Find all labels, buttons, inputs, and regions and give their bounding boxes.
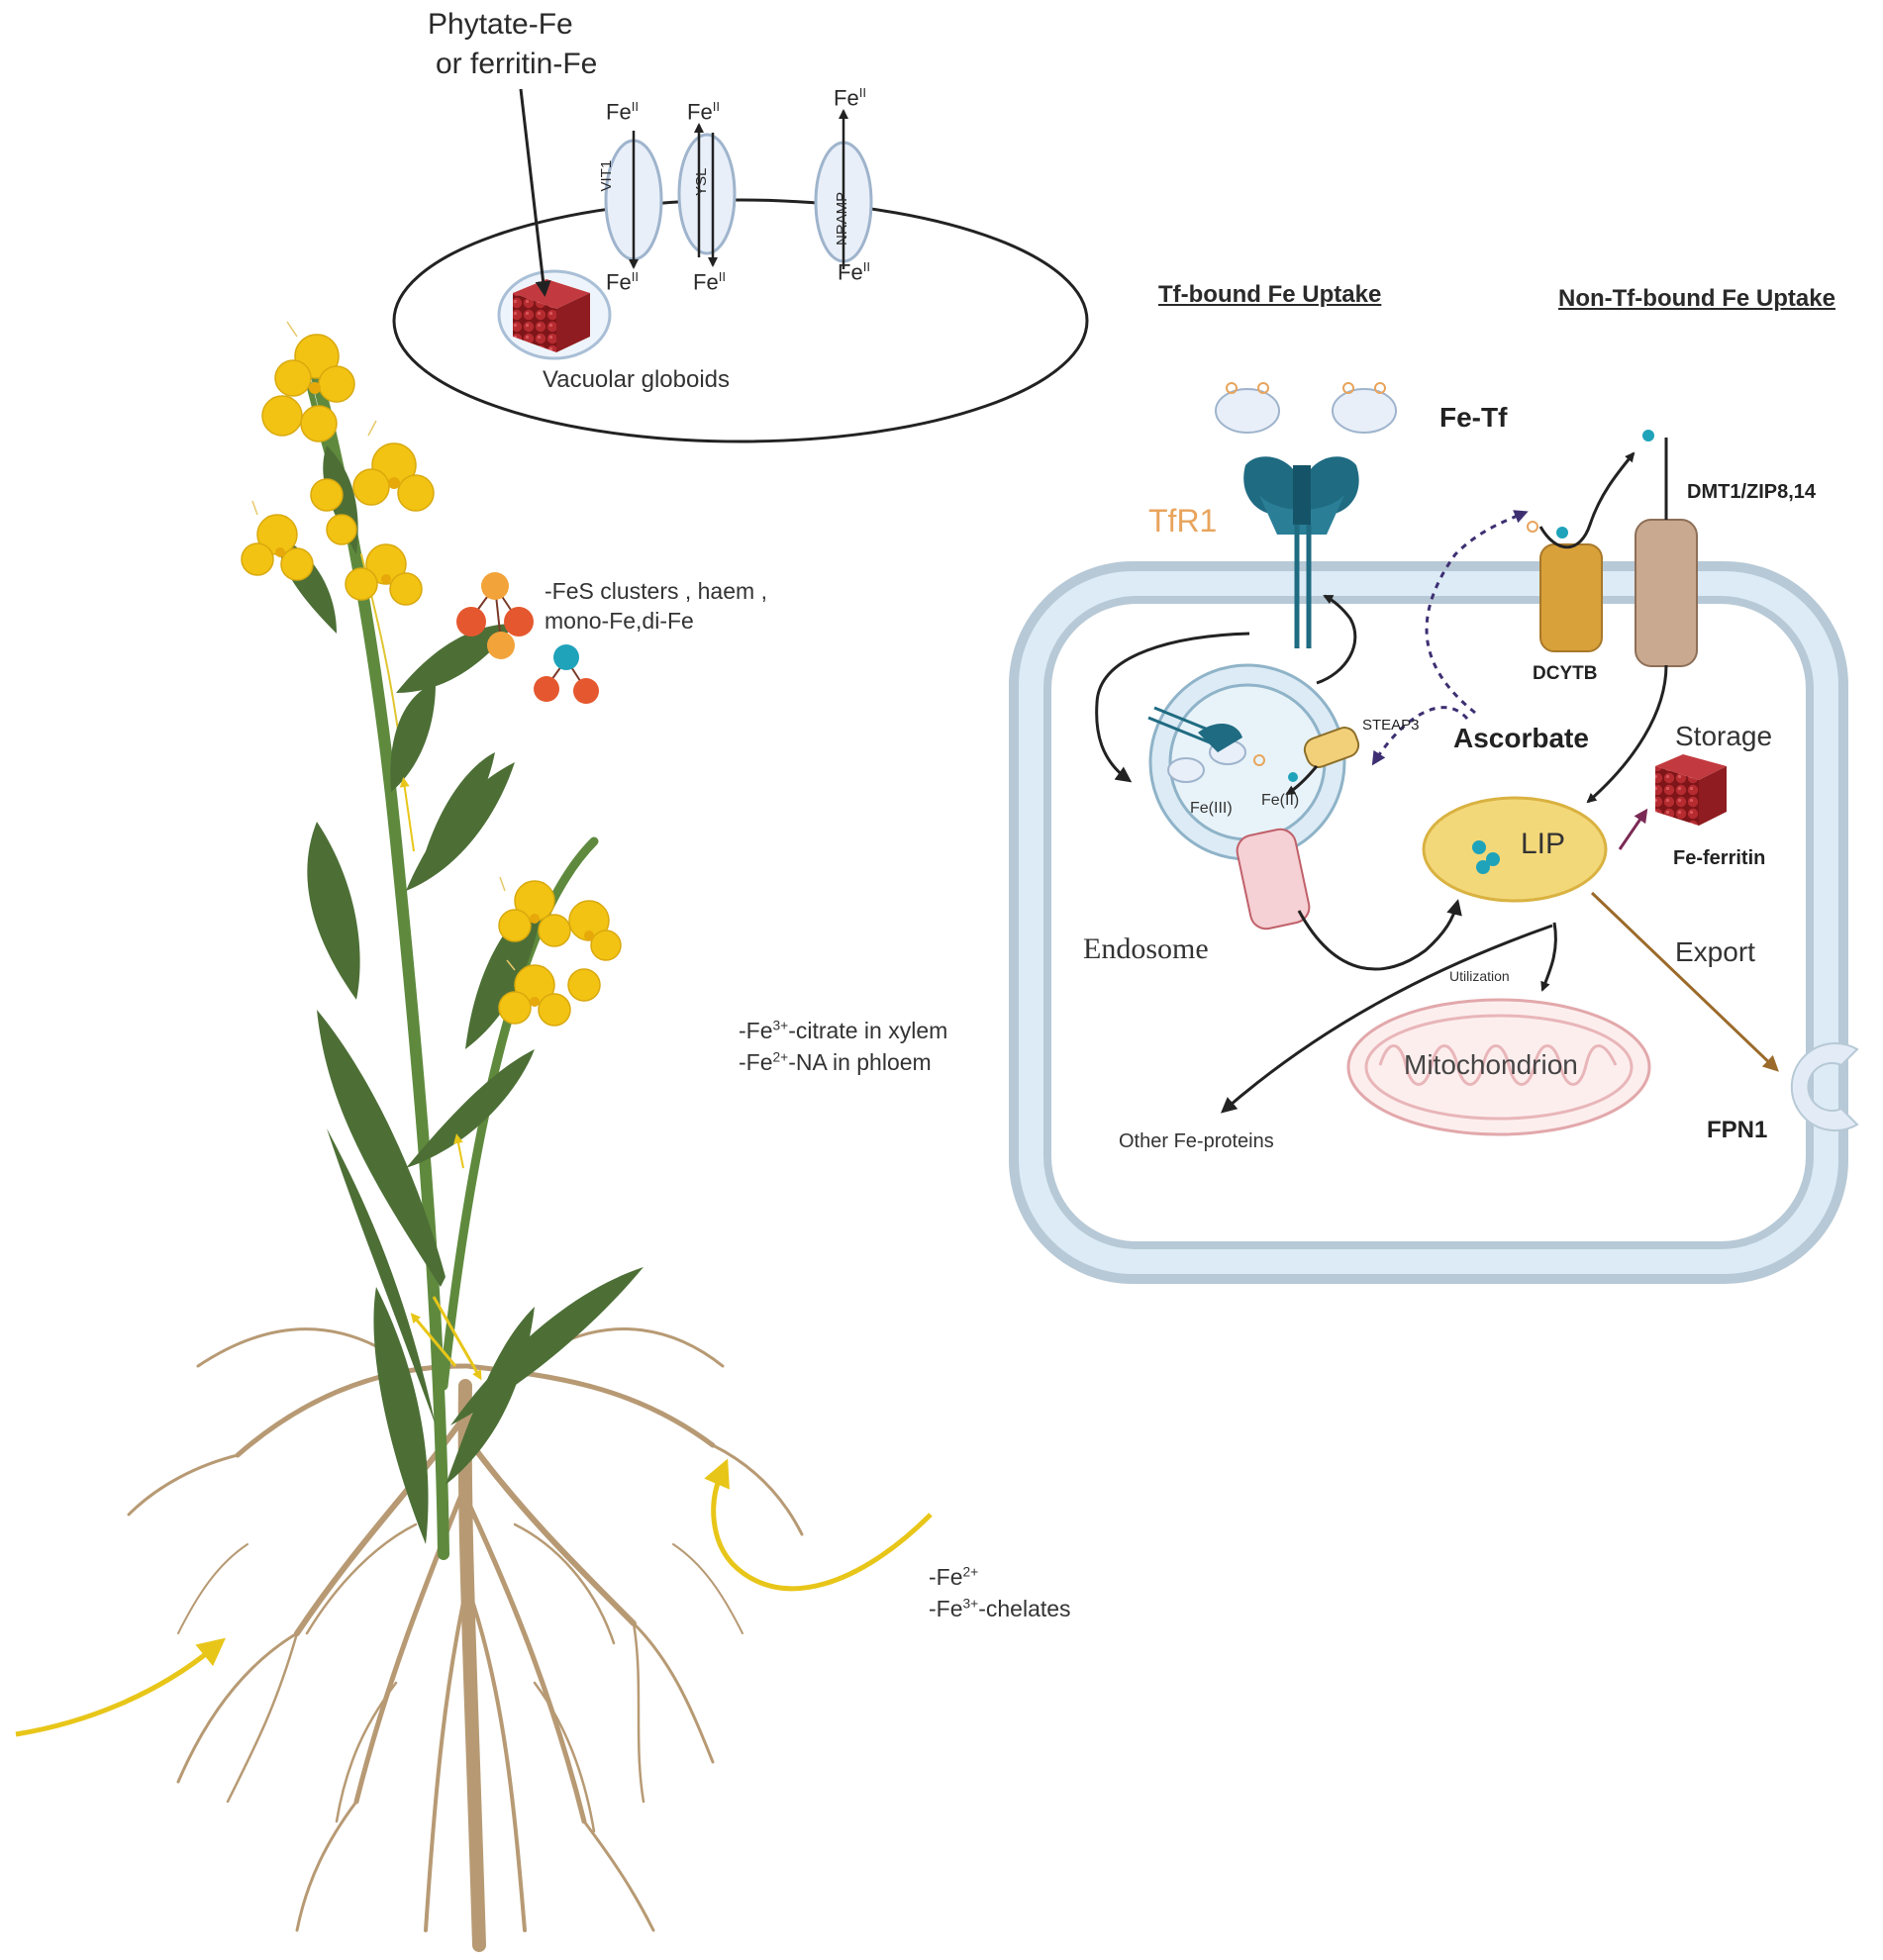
soil-uptake-arrow-left — [15, 1637, 226, 1737]
endosome — [1147, 663, 1360, 861]
fpn1-transporter — [1790, 1042, 1859, 1131]
phloem-label: -Fe2+-NA in phloem — [739, 1049, 932, 1075]
vacuole-membrane — [392, 198, 1089, 443]
plant — [15, 321, 933, 1952]
ascorbate-steap3-arrow — [1371, 706, 1469, 766]
soil-uptake-arrow-right — [704, 1458, 933, 1592]
fe-label-nramp-bottom: FeII — [838, 259, 871, 285]
fe-label-nramp-top: FeII — [834, 85, 867, 111]
dcytb-protein — [1539, 543, 1603, 652]
nramp-transporter — [814, 109, 873, 269]
endosome-label: Endosome — [1083, 932, 1209, 965]
xylem-label: -Fe3+-citrate in xylem — [739, 1018, 948, 1043]
fe3-ion — [1527, 521, 1538, 533]
phytate-arrow — [519, 88, 551, 297]
lip-label: LIP — [1521, 828, 1566, 860]
other-proteins-arrow — [1220, 924, 1553, 1114]
storage-arrow — [1618, 808, 1648, 850]
fe-tf-proteins — [1215, 382, 1397, 434]
tfr1-label: TfR1 — [1148, 503, 1218, 539]
flowers — [241, 321, 622, 1027]
non-tf-uptake-heading: Non-Tf-bound Fe Uptake — [1558, 285, 1835, 312]
ysl-label: YSL — [693, 167, 710, 196]
soil-fe3-chelates-label: -Fe3+-chelates — [929, 1596, 1071, 1621]
globoid-label: Vacuolar globoids — [543, 366, 731, 393]
leaves — [277, 445, 644, 1544]
dcytb-label: DCYTB — [1533, 663, 1598, 684]
nramp-label: NRAMP — [834, 191, 850, 245]
fe2-label: Fe(II) — [1261, 792, 1300, 809]
dmt1-label: DMT1/ZIP8,14 — [1687, 481, 1817, 503]
vascular-flow-arrows — [399, 777, 482, 1381]
export-arrow — [1590, 891, 1779, 1072]
other-fe-proteins-label: Other Fe-proteins — [1119, 1130, 1274, 1152]
ascorbate-label: Ascorbate — [1453, 723, 1589, 753]
fe-forms-line1: -FeS clusters , haem , — [545, 578, 767, 604]
fe-label-vit1-top: FeII — [606, 99, 640, 125]
ascorbate-dcytb-arrow — [1425, 510, 1529, 715]
storage-label: Storage — [1675, 721, 1773, 751]
tf-uptake-heading: Tf-bound Fe Uptake — [1158, 281, 1382, 308]
soil-fe2-label: -Fe2+ — [929, 1564, 979, 1590]
dmt1-protein — [1635, 438, 1698, 667]
mitochondrion — [1346, 998, 1651, 1136]
fe-label-vit1-bottom: FeII — [606, 269, 640, 295]
steap3-label: STEAP3 — [1362, 717, 1420, 734]
steap3-protein — [1303, 727, 1360, 768]
cell — [1009, 382, 1859, 1284]
endocytosis-arrow — [1095, 632, 1250, 783]
ysl-transporter — [677, 123, 737, 267]
phytate-label-line1: Phytate-Fe — [428, 8, 573, 41]
dmt1-endosomal — [1236, 828, 1311, 931]
globoid-ferritin-cluster — [513, 279, 590, 352]
dcytb-reduction-arrow — [1538, 451, 1635, 549]
fe-forms-line2: mono-Fe,di-Fe — [545, 608, 694, 634]
vit1-transporter — [604, 131, 663, 269]
fe-label-ysl-top: FeII — [687, 99, 721, 125]
fe3-label: Fe(III) — [1190, 800, 1233, 817]
dmt1-to-lip-arrow — [1586, 664, 1668, 804]
fe-cluster-icons — [456, 572, 599, 704]
mitochondrion-label: Mitochondrion — [1404, 1049, 1578, 1080]
vit1-label: VIT1 — [598, 159, 616, 192]
fe-ferritin-label: Fe-ferritin — [1673, 847, 1766, 869]
ferritin-storage — [1655, 754, 1727, 826]
utilization-label: Utilization — [1449, 968, 1510, 984]
utilization-arrow — [1540, 922, 1557, 992]
export-label: Export — [1675, 936, 1755, 967]
fe2-ion-extracellular — [1642, 430, 1654, 441]
vacuole — [392, 88, 1089, 443]
fe2-ion — [1556, 527, 1568, 539]
endosome-to-lip-arrow — [1297, 899, 1462, 971]
roots — [127, 1327, 804, 1952]
recycling-arrow — [1316, 594, 1357, 685]
fpn1-label: FPN1 — [1707, 1117, 1768, 1143]
lip-pool — [1422, 796, 1608, 903]
phytate-label-line2: or ferritin-Fe — [436, 48, 598, 80]
tfr1-receptor — [1243, 456, 1359, 648]
fe-tf-label: Fe-Tf — [1439, 402, 1508, 433]
fe-label-ysl-bottom: FeII — [693, 269, 727, 295]
